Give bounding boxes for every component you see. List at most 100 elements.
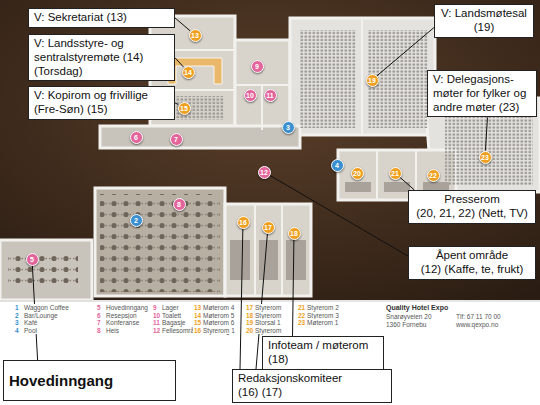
legend-name: Toalett xyxy=(161,312,182,320)
legend-name: Konferanse xyxy=(105,319,140,327)
hotel-info: Snarøyveien 20 xyxy=(385,313,433,321)
callout-text: Hovedinngang xyxy=(9,372,170,390)
legend-number: 14 xyxy=(193,312,202,320)
map-marker: 23 xyxy=(479,151,492,164)
legend-name: Styrerom xyxy=(254,312,282,320)
callout-box: V: Sekretariat (13) xyxy=(28,8,175,28)
legend-name: Bagasje xyxy=(161,319,187,327)
leader-line xyxy=(400,177,415,190)
callout-number: 14 xyxy=(183,67,194,78)
map-marker: 7 xyxy=(170,133,183,146)
legend-name: Waggon Coffee xyxy=(23,304,70,312)
legend-name: Møterom 6 xyxy=(202,319,235,327)
legend-name: Storsal 1 xyxy=(254,319,282,327)
legend-name: Kafé xyxy=(23,319,38,327)
hotel-info: Tlf: 67 11 70 00 xyxy=(455,313,502,321)
callout-box: Infoteam / møterom(18) xyxy=(262,336,384,370)
map-marker: 6 xyxy=(130,131,143,144)
map-marker: 22 xyxy=(427,169,440,182)
leader-line xyxy=(293,239,294,336)
legend-number: 3 xyxy=(14,319,20,327)
callout-text: (20, 21, 22) (Nett, TV) xyxy=(414,207,530,221)
legend-number: 7 xyxy=(96,319,102,327)
map-marker: 13 xyxy=(189,29,202,42)
callout-number: 11 xyxy=(265,90,276,101)
legend-name: Heis xyxy=(105,327,120,335)
callout-number: 13 xyxy=(190,30,201,41)
callout-number: 19 xyxy=(367,75,378,86)
legend-number: 5 xyxy=(96,304,102,312)
legend-number: 11 xyxy=(152,319,161,327)
callout-number: 22 xyxy=(428,170,439,181)
map-marker: 10 xyxy=(244,89,257,102)
callout-text: V: Landsmøtesal (19) xyxy=(440,7,528,35)
legend-name: Styrerom 3 xyxy=(306,312,340,320)
map-marker: 4 xyxy=(331,159,344,172)
callout-number: 20 xyxy=(352,168,363,179)
callout-text: Åpent område xyxy=(414,249,530,263)
hotel-info: Quality Hotel Expo xyxy=(385,304,449,312)
legend-name: Styrerom 1 xyxy=(202,327,236,335)
map-marker: 20 xyxy=(351,167,364,180)
callout-text: Presserom xyxy=(414,193,530,207)
map-marker: 15 xyxy=(178,102,191,115)
legend-name: Bar/Lounge xyxy=(23,312,59,320)
callout-number: 10 xyxy=(245,90,256,101)
callout-box: V: Landsmøtesal (19) xyxy=(434,4,534,38)
leader-line xyxy=(270,175,408,256)
callout-number: 5 xyxy=(27,254,38,265)
callout-number: 21 xyxy=(390,168,401,179)
legend-name: Møterom 4 xyxy=(202,304,235,312)
callout-number: 18 xyxy=(289,228,300,239)
legend-number: 20 xyxy=(245,327,254,335)
legend-name: Styrerom 2 xyxy=(306,304,340,312)
legend-name: Resepsjon xyxy=(105,312,138,320)
legend-number: 19 xyxy=(245,319,254,327)
callout-number: 4 xyxy=(332,160,343,171)
callout-text: Infoteam / møterom xyxy=(268,339,378,353)
map-marker: 16 xyxy=(237,216,250,229)
legend-name: Styrerom xyxy=(254,304,282,312)
legend-number: 1 xyxy=(14,304,20,312)
callout-number: 3 xyxy=(283,122,294,133)
map-marker: 8 xyxy=(173,198,186,211)
leader-line xyxy=(175,18,190,31)
callout-box: V: Delegasjons- møter for fylker og andr… xyxy=(427,70,537,117)
callout-text: V: Delegasjons- møter for fylker og andr… xyxy=(433,73,531,114)
legend-name: Pool xyxy=(23,327,38,335)
callout-text: Redaksjonskomiteer xyxy=(238,372,386,386)
legend-number: 2 xyxy=(14,312,20,320)
leader-line xyxy=(485,117,487,150)
legend-number: 15 xyxy=(193,319,202,327)
callout-text: (12) (Kaffe, te, frukt) xyxy=(414,263,530,277)
callout-text: V: Sekretariat (13) xyxy=(34,11,169,25)
callout-number: 9 xyxy=(252,61,263,72)
legend-number: 13 xyxy=(193,304,202,312)
legend-number: 21 xyxy=(297,304,306,312)
callout-text: (18) xyxy=(268,353,378,367)
legend-number: 8 xyxy=(96,327,102,335)
callout-box: Redaksjonskomiteer(16) (17) xyxy=(232,369,392,403)
map-marker: 9 xyxy=(251,60,264,73)
callout-box: Åpent område(12) (Kaffe, te, frukt) xyxy=(408,246,536,280)
leader-line xyxy=(175,58,184,67)
map-marker: 12 xyxy=(258,166,271,179)
legend-number: 4 xyxy=(14,327,20,335)
legend-number: 9 xyxy=(152,304,158,312)
map-marker: 2 xyxy=(130,214,143,227)
map-marker: 18 xyxy=(288,227,301,240)
map-marker: 14 xyxy=(182,66,195,79)
legend-number: 12 xyxy=(152,327,161,335)
callout-text: (16) (17) xyxy=(238,386,386,400)
callout-box: V: Landsstyre- og sentralstyremøte (14) … xyxy=(28,34,175,81)
callout-number: 6 xyxy=(131,132,142,143)
legend-name: Lager xyxy=(161,304,180,312)
legend-name: Møterom 1 xyxy=(306,319,339,327)
callout-box: Presserom(20, 21, 22) (Nett, TV) xyxy=(408,190,536,224)
callout-number: 16 xyxy=(238,217,249,228)
callout-number: 15 xyxy=(179,103,190,114)
legend-name: Styrerom xyxy=(254,327,282,335)
callout-number: 7 xyxy=(171,134,182,145)
callout-number: 2 xyxy=(131,215,142,226)
